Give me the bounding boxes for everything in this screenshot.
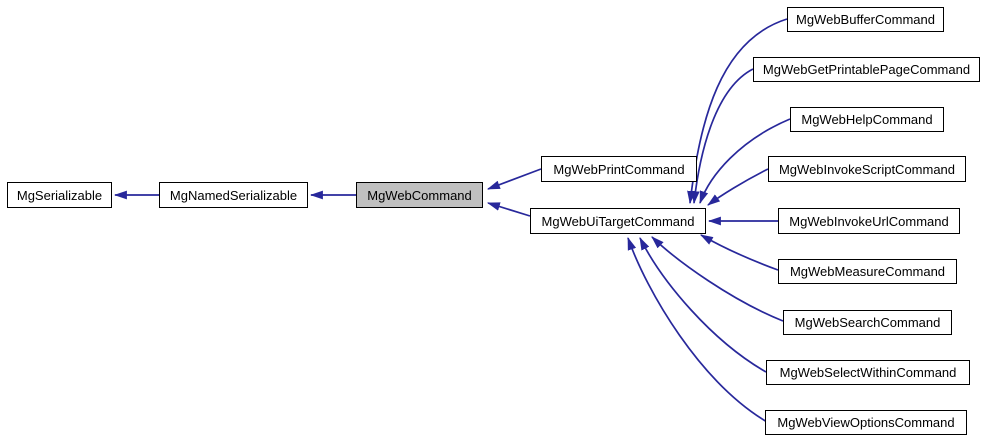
node-mg-web-invoke-url-command[interactable]: MgWebInvokeUrlCommand [778, 208, 960, 234]
node-mg-web-ui-target-command[interactable]: MgWebUiTargetCommand [530, 208, 706, 234]
node-mg-serializable[interactable]: MgSerializable [7, 182, 112, 208]
node-mg-web-measure-command[interactable]: MgWebMeasureCommand [778, 259, 957, 284]
arrow-measurecommand-to-uitargetcommand [700, 234, 779, 271]
node-mg-web-search-command[interactable]: MgWebSearchCommand [783, 310, 952, 335]
node-mg-web-get-printable-page-command[interactable]: MgWebGetPrintablePageCommand [753, 57, 980, 82]
node-mg-web-print-command[interactable]: MgWebPrintCommand [541, 156, 697, 182]
node-mg-web-buffer-command[interactable]: MgWebBufferCommand [787, 7, 944, 32]
arrow-getprintablepagecommand-to-uitargetcommand [691, 68, 754, 205]
node-mg-web-view-options-command[interactable]: MgWebViewOptionsCommand [765, 410, 967, 435]
arrow-invokescriptcommand-to-uitargetcommand [707, 168, 769, 206]
arrow-viewoptionscommand-to-uitargetcommand [627, 236, 768, 423]
node-mg-web-help-command[interactable]: MgWebHelpCommand [790, 107, 944, 132]
arrow-selectwithincommand-to-uitargetcommand [639, 237, 767, 373]
arrow-searchcommand-to-uitargetcommand [651, 236, 784, 322]
node-mg-named-serializable[interactable]: MgNamedSerializable [159, 182, 308, 208]
arrow-uitargetcommand-to-webcommand [486, 202, 531, 217]
node-mg-web-invoke-script-command[interactable]: MgWebInvokeScriptCommand [768, 156, 966, 182]
node-mg-web-select-within-command[interactable]: MgWebSelectWithinCommand [766, 360, 970, 385]
arrow-printcommand-to-webcommand [486, 168, 542, 190]
node-mg-web-command[interactable]: MgWebCommand [356, 182, 483, 208]
arrow-helpcommand-to-uitargetcommand [699, 118, 791, 205]
